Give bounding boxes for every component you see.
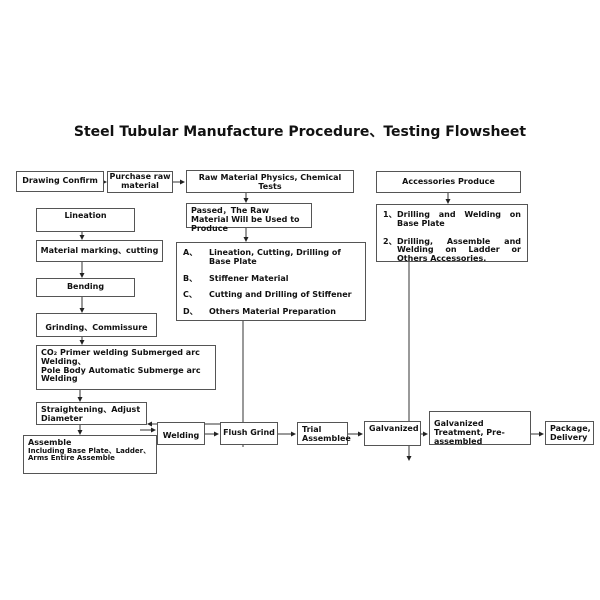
grinding-box: Grinding、Commissure bbox=[36, 313, 157, 337]
package-delivery-box: Package, Delivery bbox=[545, 421, 594, 445]
page-title: Steel Tubular Manufacture Procedure、Test… bbox=[73, 124, 527, 140]
marking-box: Material marking、cutting bbox=[36, 240, 163, 262]
accessories-produce-box: Accessories Produce bbox=[376, 171, 521, 193]
flush-grind-box: Flush Grind bbox=[220, 422, 278, 445]
accessories-item: 1、Drilling and Welding on Base Plate bbox=[383, 210, 521, 228]
galvanized-box: Galvanized bbox=[364, 421, 421, 446]
materials-item: A、Lineation, Cutting, Drilling of Base P… bbox=[183, 248, 341, 266]
bending-box: Bending bbox=[36, 278, 135, 297]
assemble-box: Assemble Including Base Plate、Ladder、Arm… bbox=[23, 435, 157, 474]
materials-list-box: A、Lineation, Cutting, Drilling of Base P… bbox=[176, 242, 366, 321]
purchase-box: Purchase raw material bbox=[107, 171, 173, 193]
drawing-confirm-box: Drawing Confirm bbox=[16, 171, 104, 192]
lineation-box: Lineation bbox=[36, 208, 135, 232]
raw-tests-box: Raw Material Physics, Chemical Tests bbox=[186, 170, 354, 193]
materials-item: C、Cutting and Drilling of Stiffener bbox=[183, 290, 352, 300]
welding-process-box: CO₂ Primer welding Submerged arc Welding… bbox=[36, 345, 216, 390]
straightening-box: Straightening、Adjust Diameter bbox=[36, 402, 147, 425]
galvanized-treatment-box: Galvanized Treatment, Pre-assembled bbox=[429, 411, 531, 445]
materials-item: D、Others Material Preparation bbox=[183, 307, 336, 317]
materials-item: B、Stiffener Material bbox=[183, 273, 289, 283]
accessories-list-box: 1、Drilling and Welding on Base Plate 2、D… bbox=[376, 204, 528, 264]
accessories-item: 2、Drilling, Assemble and Welding on Ladd… bbox=[383, 236, 521, 264]
welding-box: Welding bbox=[157, 422, 205, 445]
passed-box: Passed，The Raw Material Will be Used to … bbox=[186, 203, 312, 232]
trial-assemblee-box: Trial Assemblee bbox=[297, 422, 351, 445]
